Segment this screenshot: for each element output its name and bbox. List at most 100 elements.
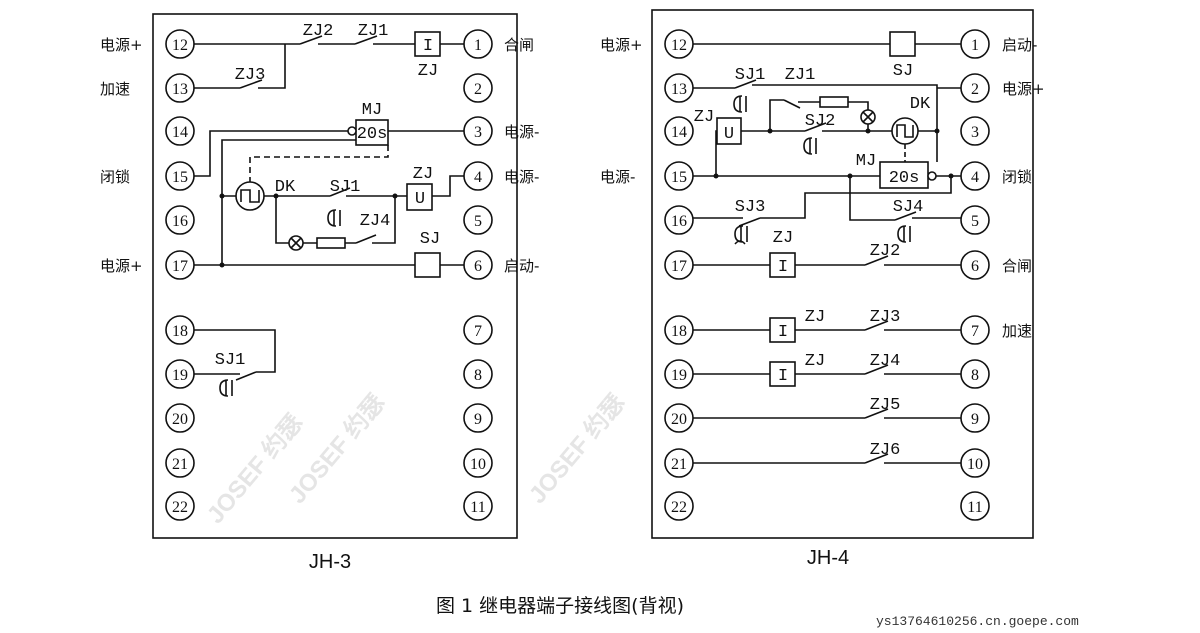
terminal-circle — [960, 205, 990, 235]
terminal-number: 18 — [671, 323, 687, 340]
terminal-number: 12 — [172, 37, 188, 54]
terminal-number: 17 — [671, 258, 687, 275]
terminal-number: 14 — [172, 124, 188, 141]
terminal-number: 15 — [172, 169, 188, 186]
label-u: U — [724, 125, 734, 144]
terminals: 1213141516171819202122123456789101112131… — [165, 29, 990, 521]
terminal-number: 1 — [971, 37, 979, 54]
terminal-circle — [165, 205, 195, 235]
terminal-number: 1 — [474, 37, 482, 54]
terminal-circle — [463, 448, 493, 478]
side-label: 合闸 — [1002, 257, 1032, 275]
watermark: JOSEF 约瑟 — [523, 389, 630, 509]
label-sj1: SJ1 — [735, 66, 766, 85]
watermark: JOSEF 约瑟 — [283, 389, 390, 509]
terminal-number: 4 — [971, 169, 979, 186]
footer-url: ys13764610256.cn.goepe.com — [876, 614, 1079, 629]
side-label: 启动- — [504, 257, 539, 275]
label-zj-u: ZJ — [413, 165, 433, 184]
terminal-number: 18 — [172, 323, 188, 340]
label-mj: MJ — [362, 101, 382, 120]
terminal-circle — [463, 315, 493, 345]
terminal-number: 6 — [474, 258, 482, 275]
label-zj3: ZJ3 — [870, 308, 901, 327]
terminal-number: 16 — [172, 213, 188, 230]
label-i: I — [423, 37, 433, 56]
terminal-circle — [165, 403, 195, 433]
zj-voltage-coil — [406, 183, 433, 211]
label-zj5: ZJ5 — [870, 396, 901, 415]
terminal-number: 9 — [971, 411, 979, 428]
terminal-number: 12 — [671, 37, 687, 54]
caption-jh3: JH-3 — [309, 551, 351, 573]
side-label: 加速 — [1002, 322, 1032, 340]
label-i: I — [778, 258, 788, 277]
label-sj4: SJ4 — [893, 198, 924, 217]
terminal-circle — [463, 403, 493, 433]
sj-coil — [889, 31, 916, 57]
terminal-number: 22 — [172, 499, 188, 516]
label-sj1: SJ1 — [330, 178, 361, 197]
terminal-circle — [463, 359, 493, 389]
side-label: 闭锁 — [100, 168, 130, 186]
label-zj1: ZJ1 — [785, 66, 816, 85]
label-zj: ZJ — [805, 352, 825, 371]
terminal-number: 5 — [474, 213, 482, 230]
terminal-number: 10 — [470, 456, 486, 473]
label-zj: ZJ — [805, 308, 825, 327]
sj-coil — [414, 252, 441, 278]
side-label: 电源+ — [600, 36, 643, 54]
terminal-number: 2 — [474, 81, 482, 98]
terminal-number: 21 — [172, 456, 188, 473]
terminal-circle — [960, 116, 990, 146]
terminal-number: 10 — [967, 456, 983, 473]
label-sj1-b: SJ1 — [215, 351, 246, 370]
label-zj4: ZJ4 — [360, 212, 391, 231]
terminal-number: 7 — [474, 323, 482, 340]
terminal-number: 7 — [971, 323, 979, 340]
label-sj2: SJ2 — [805, 112, 836, 131]
resistor — [819, 96, 849, 108]
label-zj3: ZJ3 — [235, 66, 266, 85]
side-label: 电源- — [504, 123, 539, 141]
terminal-number: 3 — [971, 124, 979, 141]
terminal-number: 8 — [474, 367, 482, 384]
terminal-number: 6 — [971, 258, 979, 275]
label-dk: DK — [910, 95, 931, 114]
terminal-number: 8 — [971, 367, 979, 384]
terminal-circle — [165, 448, 195, 478]
jh4-housing — [651, 9, 1034, 539]
terminal-number: 4 — [474, 169, 482, 186]
label-zj-u: ZJ — [694, 108, 714, 127]
side-label: 电源- — [504, 168, 539, 186]
terminal-number: 14 — [671, 124, 687, 141]
caption-jh4: JH-4 — [807, 547, 849, 569]
terminal-number: 9 — [474, 411, 482, 428]
terminal-circle — [664, 491, 694, 521]
terminal-number: 21 — [671, 456, 687, 473]
side-label: 闭锁 — [1002, 168, 1032, 186]
side-label: 电源+ — [100, 257, 143, 275]
side-label: 电源+ — [100, 36, 143, 54]
terminal-number: 2 — [971, 81, 979, 98]
label-zj2: ZJ2 — [303, 22, 334, 41]
label-i: I — [778, 367, 788, 386]
label-mj-time: 20s — [889, 169, 920, 188]
terminal-number: 16 — [671, 213, 687, 230]
label-sj: SJ — [893, 62, 913, 81]
resistor — [316, 237, 346, 249]
terminal-number: 5 — [971, 213, 979, 230]
side-label: 加速 — [100, 80, 130, 98]
terminal-circle — [165, 491, 195, 521]
label-mj: MJ — [856, 152, 876, 171]
label-zj1: ZJ1 — [358, 22, 389, 41]
label-u: U — [415, 190, 425, 209]
terminal-number: 22 — [671, 499, 687, 516]
jh3-wiring — [194, 31, 464, 397]
label-zj: ZJ — [418, 62, 438, 81]
figure-title: 图 1 继电器端子接线图(背视) — [436, 595, 684, 617]
zj-voltage-coil — [716, 117, 742, 145]
terminal-number: 19 — [172, 367, 188, 384]
terminal-number: 3 — [474, 124, 482, 141]
